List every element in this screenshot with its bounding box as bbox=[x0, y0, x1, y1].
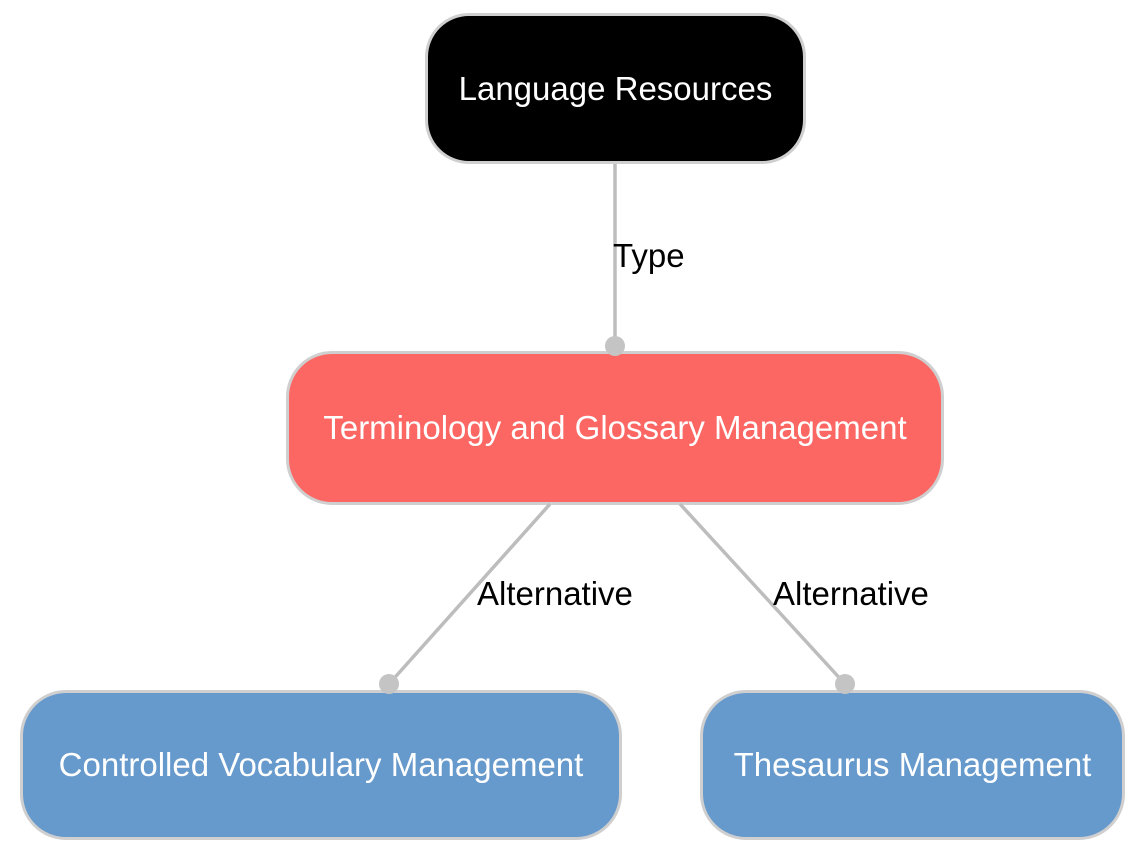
node-terminology-and-glossary-management-label: Terminology and Glossary Management bbox=[323, 409, 907, 447]
node-language-resources-label: Language Resources bbox=[458, 69, 773, 107]
edge-label-alternative-left: Alternative bbox=[477, 575, 633, 612]
node-controlled-vocabulary-management[interactable]: Controlled Vocabulary Management bbox=[20, 690, 622, 840]
node-terminology-and-glossary-management[interactable]: Terminology and Glossary Management bbox=[286, 351, 944, 505]
node-thesaurus-management[interactable]: Thesaurus Management bbox=[700, 690, 1125, 840]
edge-label-type: Type bbox=[613, 237, 685, 274]
node-thesaurus-management-label: Thesaurus Management bbox=[733, 746, 1092, 784]
node-controlled-vocabulary-management-label: Controlled Vocabulary Management bbox=[58, 746, 584, 784]
node-language-resources[interactable]: Language Resources bbox=[425, 13, 806, 164]
edge-label-alternative-right: Alternative bbox=[773, 575, 929, 612]
